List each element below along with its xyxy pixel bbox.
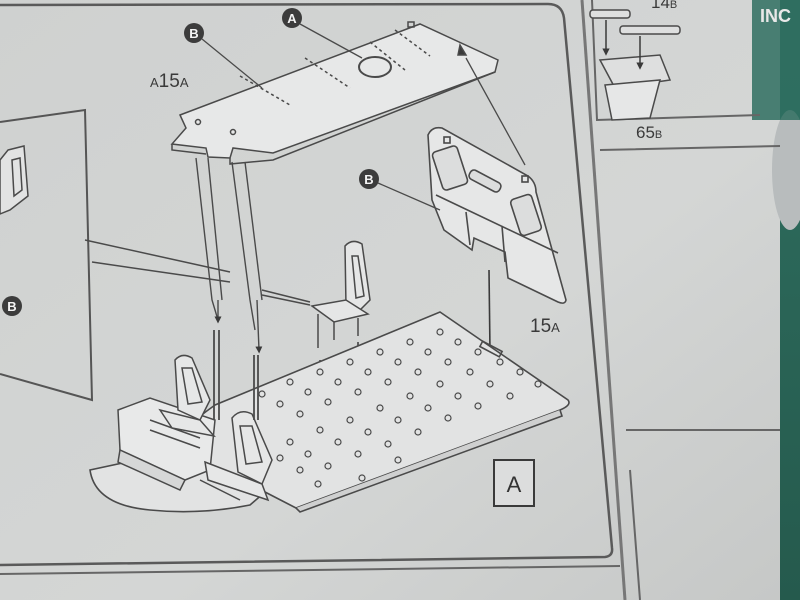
- page-divider: [580, 0, 627, 600]
- right-frame-mid: [626, 429, 780, 600]
- side-wall-panel: [427, 126, 567, 304]
- svg-text:B: B: [364, 172, 373, 187]
- svg-text:A: A: [287, 11, 297, 26]
- svg-text:65B: 65B: [636, 123, 662, 142]
- left-inset-seat: [0, 145, 29, 215]
- left-inset-frame: [0, 108, 94, 402]
- cockpit-poles: [213, 330, 259, 420]
- svg-text:14B: 14B: [651, 0, 677, 12]
- callout-a-top: A: [282, 8, 363, 59]
- step-letter-box: A: [493, 459, 535, 507]
- part-label-15a-panel: 15A: [530, 316, 560, 337]
- svg-text:B: B: [189, 26, 198, 41]
- bottom-frame-line: [0, 565, 621, 575]
- panel-arrow: [485, 269, 494, 356]
- ceiling-panel: [170, 21, 499, 165]
- right-frame-top: [591, 0, 781, 151]
- step-frame: [0, 2, 614, 567]
- svg-text:A15A: A15A: [150, 71, 189, 92]
- callout-b-left: B: [2, 296, 22, 316]
- ceiling-leader: [465, 57, 526, 166]
- floor-holes: [258, 328, 542, 488]
- ceiling-drop-strips: [195, 157, 263, 354]
- callout-b-panel: B: [359, 169, 441, 211]
- svg-text:15A: 15A: [530, 316, 560, 337]
- right-top-assembly: [589, 9, 681, 121]
- callout-b-top: B: [184, 23, 263, 89]
- inset-zoom-lines: [84, 239, 311, 306]
- metal-object: [772, 110, 800, 230]
- cockpit-seat-right: [199, 411, 273, 502]
- part-label-65b: 65B: [636, 123, 662, 142]
- svg-text:A: A: [507, 472, 522, 497]
- edge-strip: [752, 0, 800, 120]
- cockpit-seat-left: [158, 354, 216, 438]
- part-label-a15a-top: A15A: [150, 71, 189, 92]
- part-label-14b: 14B: [651, 0, 677, 12]
- edge-text: INC: [760, 6, 791, 26]
- svg-text:B: B: [7, 299, 16, 314]
